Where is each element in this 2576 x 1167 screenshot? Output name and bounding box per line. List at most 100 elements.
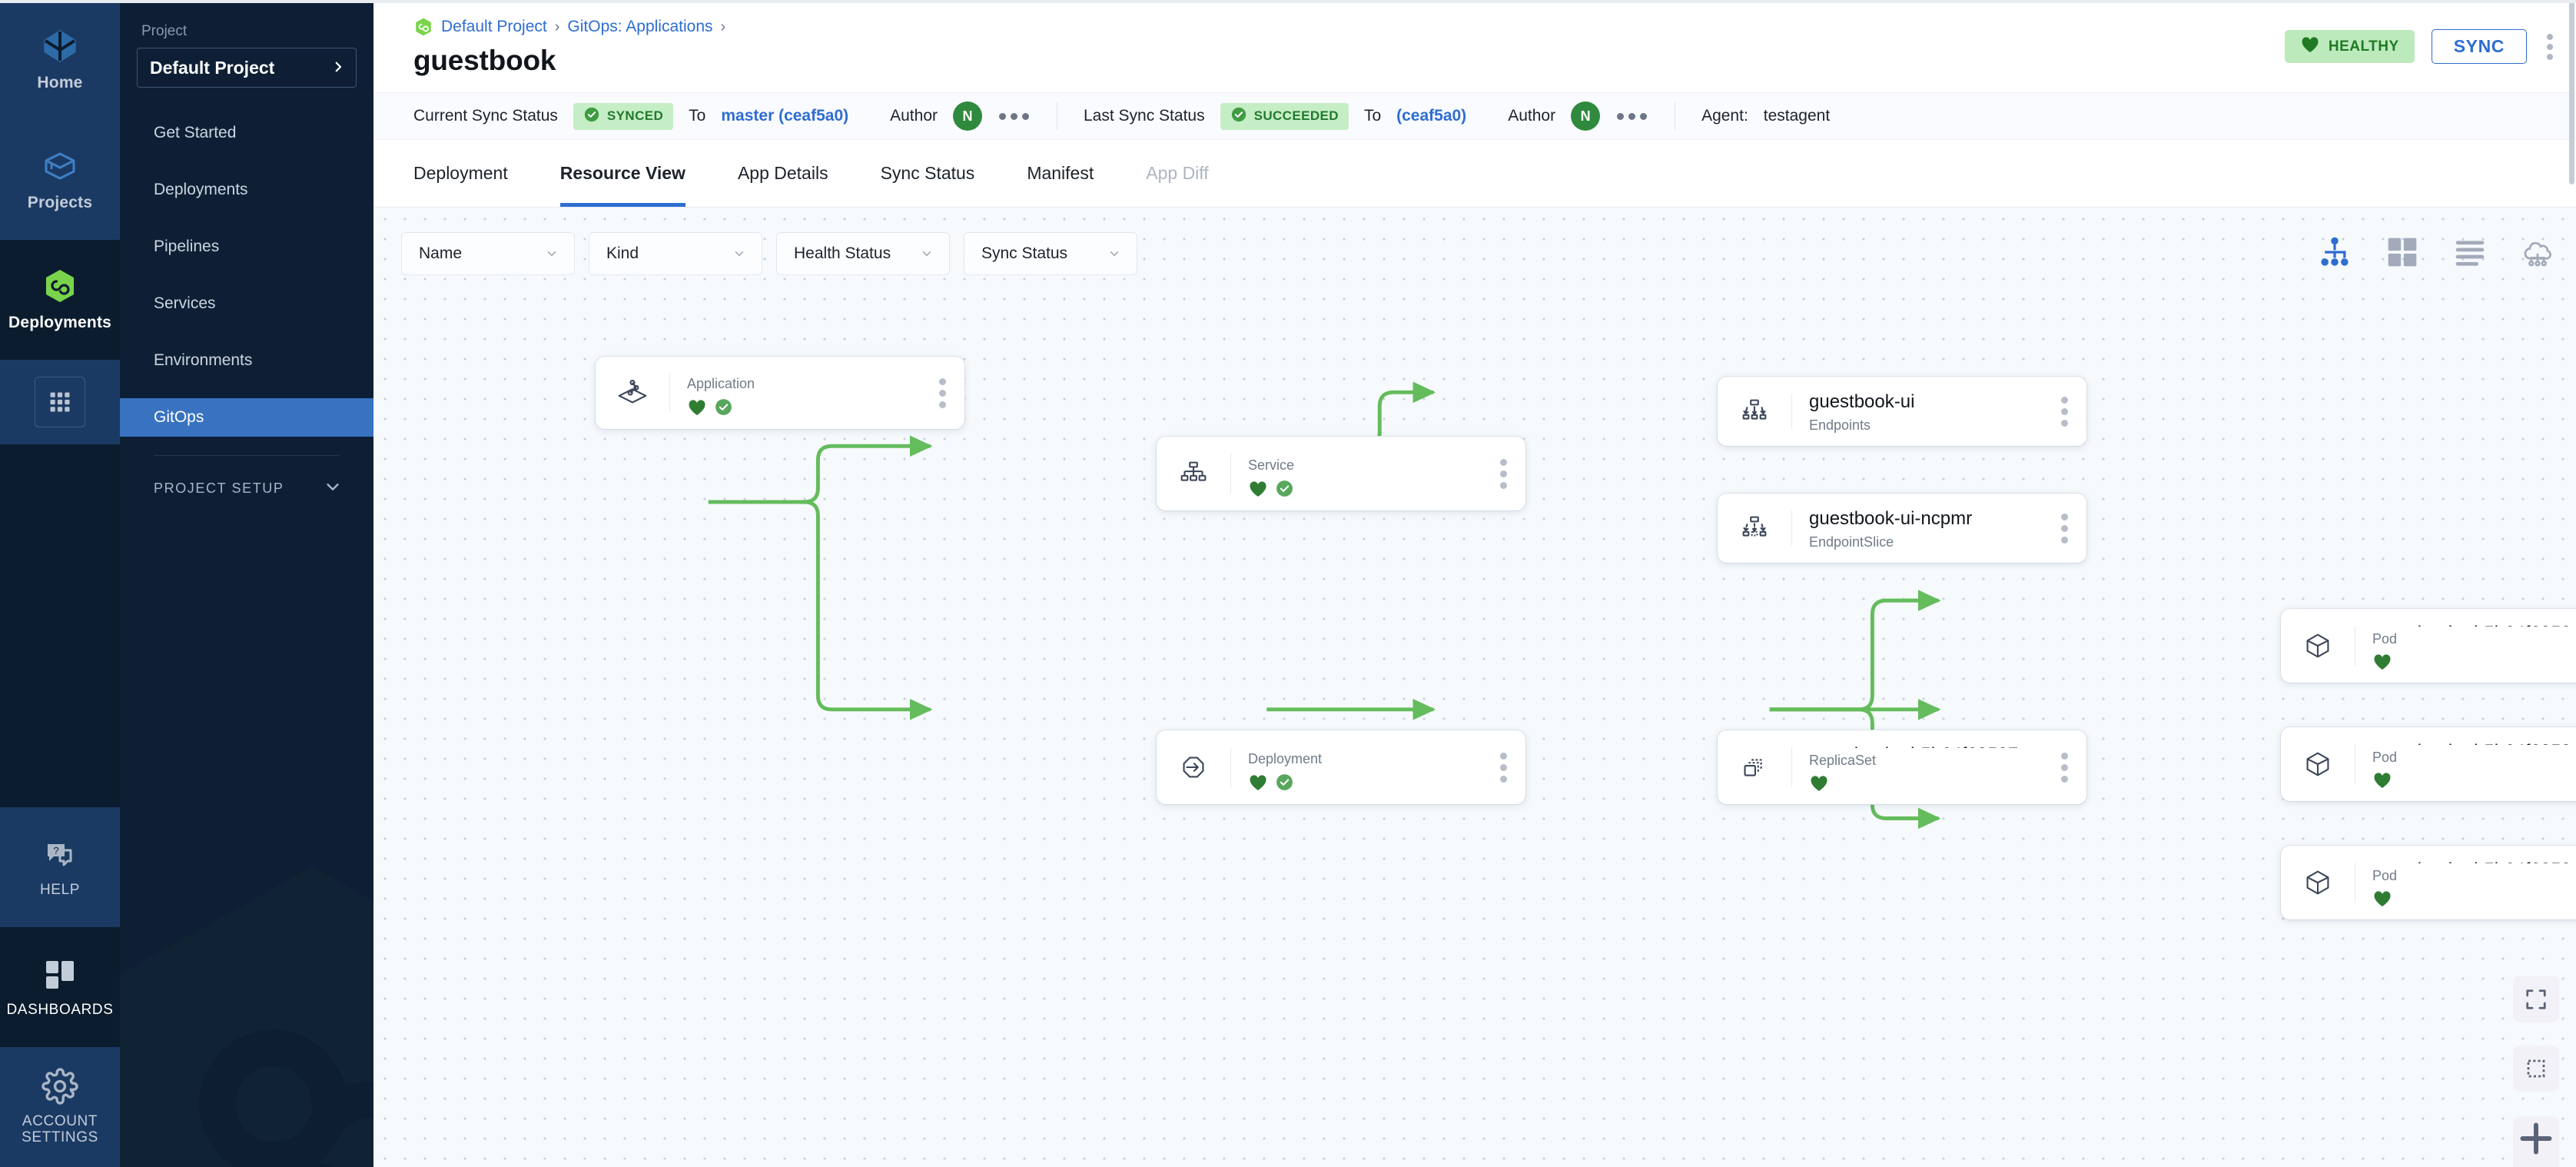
node-content: guestbook-ui-5b64f69597 ReplicaSet [1792,730,2053,804]
node-title: guestbook-ui-5b64f6959… [2372,623,2576,627]
filter-name[interactable]: Name [401,232,575,275]
sidebar-item-gitops[interactable]: GitOps [120,398,373,437]
breadcrumb: Default Project › GitOps: Applications › [413,17,725,37]
graph-node-replicaset[interactable]: guestbook-ui-5b64f69597 ReplicaSet [1718,730,2086,804]
breadcrumb-item-gitops-applications[interactable]: GitOps: Applications [567,18,713,35]
rail-top-group: Home Projects Deployments [0,0,120,444]
rail-item-dashboards[interactable]: DASHBOARDS [0,927,120,1047]
current-sync-overflow-icon[interactable] [998,108,1031,125]
application-icon [596,357,669,429]
projects-icon [41,148,78,185]
rail-spacer [0,444,120,807]
sync-check-icon [1276,774,1293,790]
node-overflow-menu-icon[interactable] [2053,391,2086,433]
tree-view-icon[interactable] [2318,237,2352,268]
rail-item-home[interactable]: Home [0,0,120,120]
breadcrumb-item-default-project[interactable]: Default Project [441,18,547,35]
tab-manifest[interactable]: Manifest [1001,140,1120,207]
node-content: guestbook Application [670,357,931,429]
graph-node-pod[interactable]: guestbook-ui-5b64f6959… Pod [2281,609,2576,683]
view-mode-switcher [2318,237,2554,268]
sidebar-item-get-started[interactable]: Get Started [120,114,373,152]
node-kind: Pod [2372,631,2398,647]
pod-icon [2281,846,2355,919]
node-status-badges [1248,479,1492,498]
scrollbar-thumb[interactable] [2569,0,2574,185]
zoom-out-icon [2513,1160,2559,1167]
sidebar-item-pipelines[interactable]: Pipelines [120,228,373,266]
tab-label: Sync Status [880,163,975,183]
filter-label: Name [419,244,463,262]
help-icon: ? [41,836,78,873]
rail-item-projects[interactable]: Projects [0,120,120,240]
apps-launcher[interactable] [0,360,120,444]
sync-check-icon [1276,480,1293,497]
deployments-icon [41,268,78,304]
current-author-label: Author [890,107,938,125]
graph-node-endpointslice[interactable]: guestbook-ui-ncpmr EndpointSlice [1718,494,2086,563]
tab-resource-view[interactable]: Resource View [534,140,712,207]
tab-app-details[interactable]: App Details [712,140,855,207]
current-sync-target-link[interactable]: master (ceaf5a0) [721,107,849,125]
sidebar-item-label: Deployments [154,181,248,198]
node-status-badges [1248,773,1492,792]
resource-graph-canvas[interactable]: Name Kind Health Status Sync Status [373,208,2576,1167]
tab-label: Resource View [559,163,685,183]
node-divider [669,374,670,412]
health-heart-icon [1811,776,1827,791]
page-scrollbar[interactable] [2568,0,2576,1167]
project-selector[interactable]: Default Project [137,48,357,88]
filter-health-status[interactable]: Health Status [776,232,950,275]
sidebar-item-deployments[interactable]: Deployments [120,171,373,209]
filter-sync-status[interactable]: Sync Status [964,232,1137,275]
tab-label: App Diff [1146,163,1209,183]
rail-item-help[interactable]: ? HELP [0,807,120,927]
graph-node-deployment[interactable]: guestbook-ui Deployment [1157,730,1525,804]
last-sync-overflow-icon[interactable] [1615,108,1648,125]
header-overflow-menu-icon[interactable] [2544,31,2556,63]
select-region-button[interactable] [2513,1046,2559,1092]
node-overflow-menu-icon[interactable] [2053,746,2086,789]
node-content: guestbook-ui-5b64f6959… Pod [2355,846,2576,919]
node-overflow-menu-icon[interactable] [2053,507,2086,550]
tab-deployment[interactable]: Deployment [413,140,534,207]
health-heart-icon [1250,775,1266,790]
project-selector-label: Default Project [150,57,275,78]
fullscreen-icon [2526,989,2546,1009]
graph-node-pod[interactable]: guestbook-ui-5b64f6959… Pod [2281,727,2576,801]
node-content: guestbook-ui-5b64f6959… Pod [2355,727,2576,801]
zoom-in-button[interactable] [2513,1116,2559,1161]
sidebar-item-environments[interactable]: Environments [120,341,373,380]
rail-label-projects: Projects [27,194,93,212]
chevron-down-icon [545,247,559,261]
sidebar-item-services[interactable]: Services [120,284,373,323]
node-kind: Service [1248,457,1295,473]
node-overflow-menu-icon[interactable] [1492,453,1525,495]
rail-item-deployments[interactable]: Deployments [0,240,120,360]
graph-node-service[interactable]: guestbook-ui Service [1157,437,1525,510]
graph-node-application[interactable]: guestbook Application [596,357,964,429]
node-kind: Pod [2372,868,2398,883]
filter-label: Kind [606,244,639,262]
tab-bar: Deployment Resource View App Details Syn… [373,140,2576,208]
filter-kind[interactable]: Kind [589,232,762,275]
fullscreen-button[interactable] [2513,976,2559,1022]
node-title: guestbook-ui [1248,744,1492,746]
graph-node-pod[interactable]: guestbook-ui-5b64f6959… Pod [2281,846,2576,919]
grid-view-icon[interactable] [2385,237,2419,268]
last-sync-status-text: SUCCEEDED [1253,108,1339,123]
list-view-icon[interactable] [2453,237,2487,268]
tab-sync-status[interactable]: Sync Status [855,140,1001,207]
last-sync-target-link[interactable]: (ceaf5a0) [1396,107,1467,125]
sync-button[interactable]: SYNC [2431,29,2527,64]
chevron-down-icon [1107,247,1121,261]
rail-item-account-settings[interactable]: ACCOUNT SETTINGS [0,1047,120,1167]
node-overflow-menu-icon[interactable] [931,372,964,414]
zoom-out-button[interactable] [2513,1161,2559,1167]
node-overflow-menu-icon[interactable] [1492,746,1525,789]
current-to-label: To [689,107,706,125]
project-setup-group[interactable]: PROJECT SETUP [120,471,373,505]
avatar: N [1571,101,1601,131]
graph-node-endpoints[interactable]: guestbook-ui Endpoints [1718,377,2086,446]
network-view-icon[interactable] [2521,237,2554,268]
